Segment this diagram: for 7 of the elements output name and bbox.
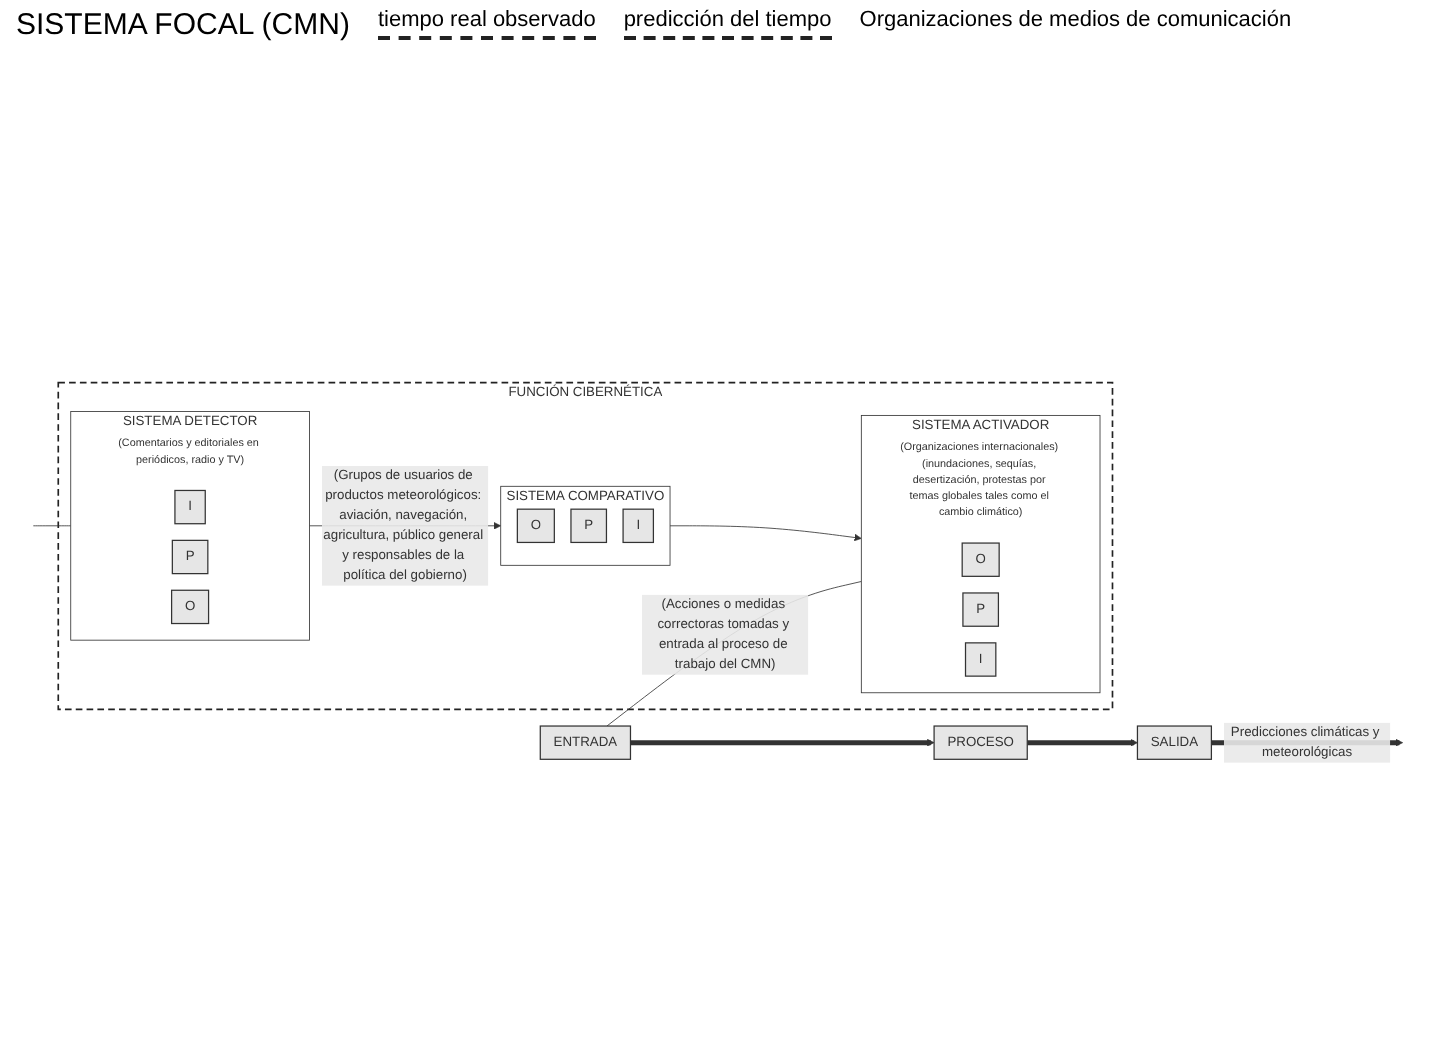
arrow [1027, 738, 1138, 746]
arrow [630, 738, 935, 746]
note-label: tiempo real observado [377, 8, 596, 40]
note-label: Organizaciones de medios de comunicación [859, 8, 1292, 32]
connector [32, 524, 72, 526]
diagram-title: SISTEMA FOCAL (CMN) [16, 8, 350, 42]
note-label: predicción del tiempo [623, 8, 832, 40]
